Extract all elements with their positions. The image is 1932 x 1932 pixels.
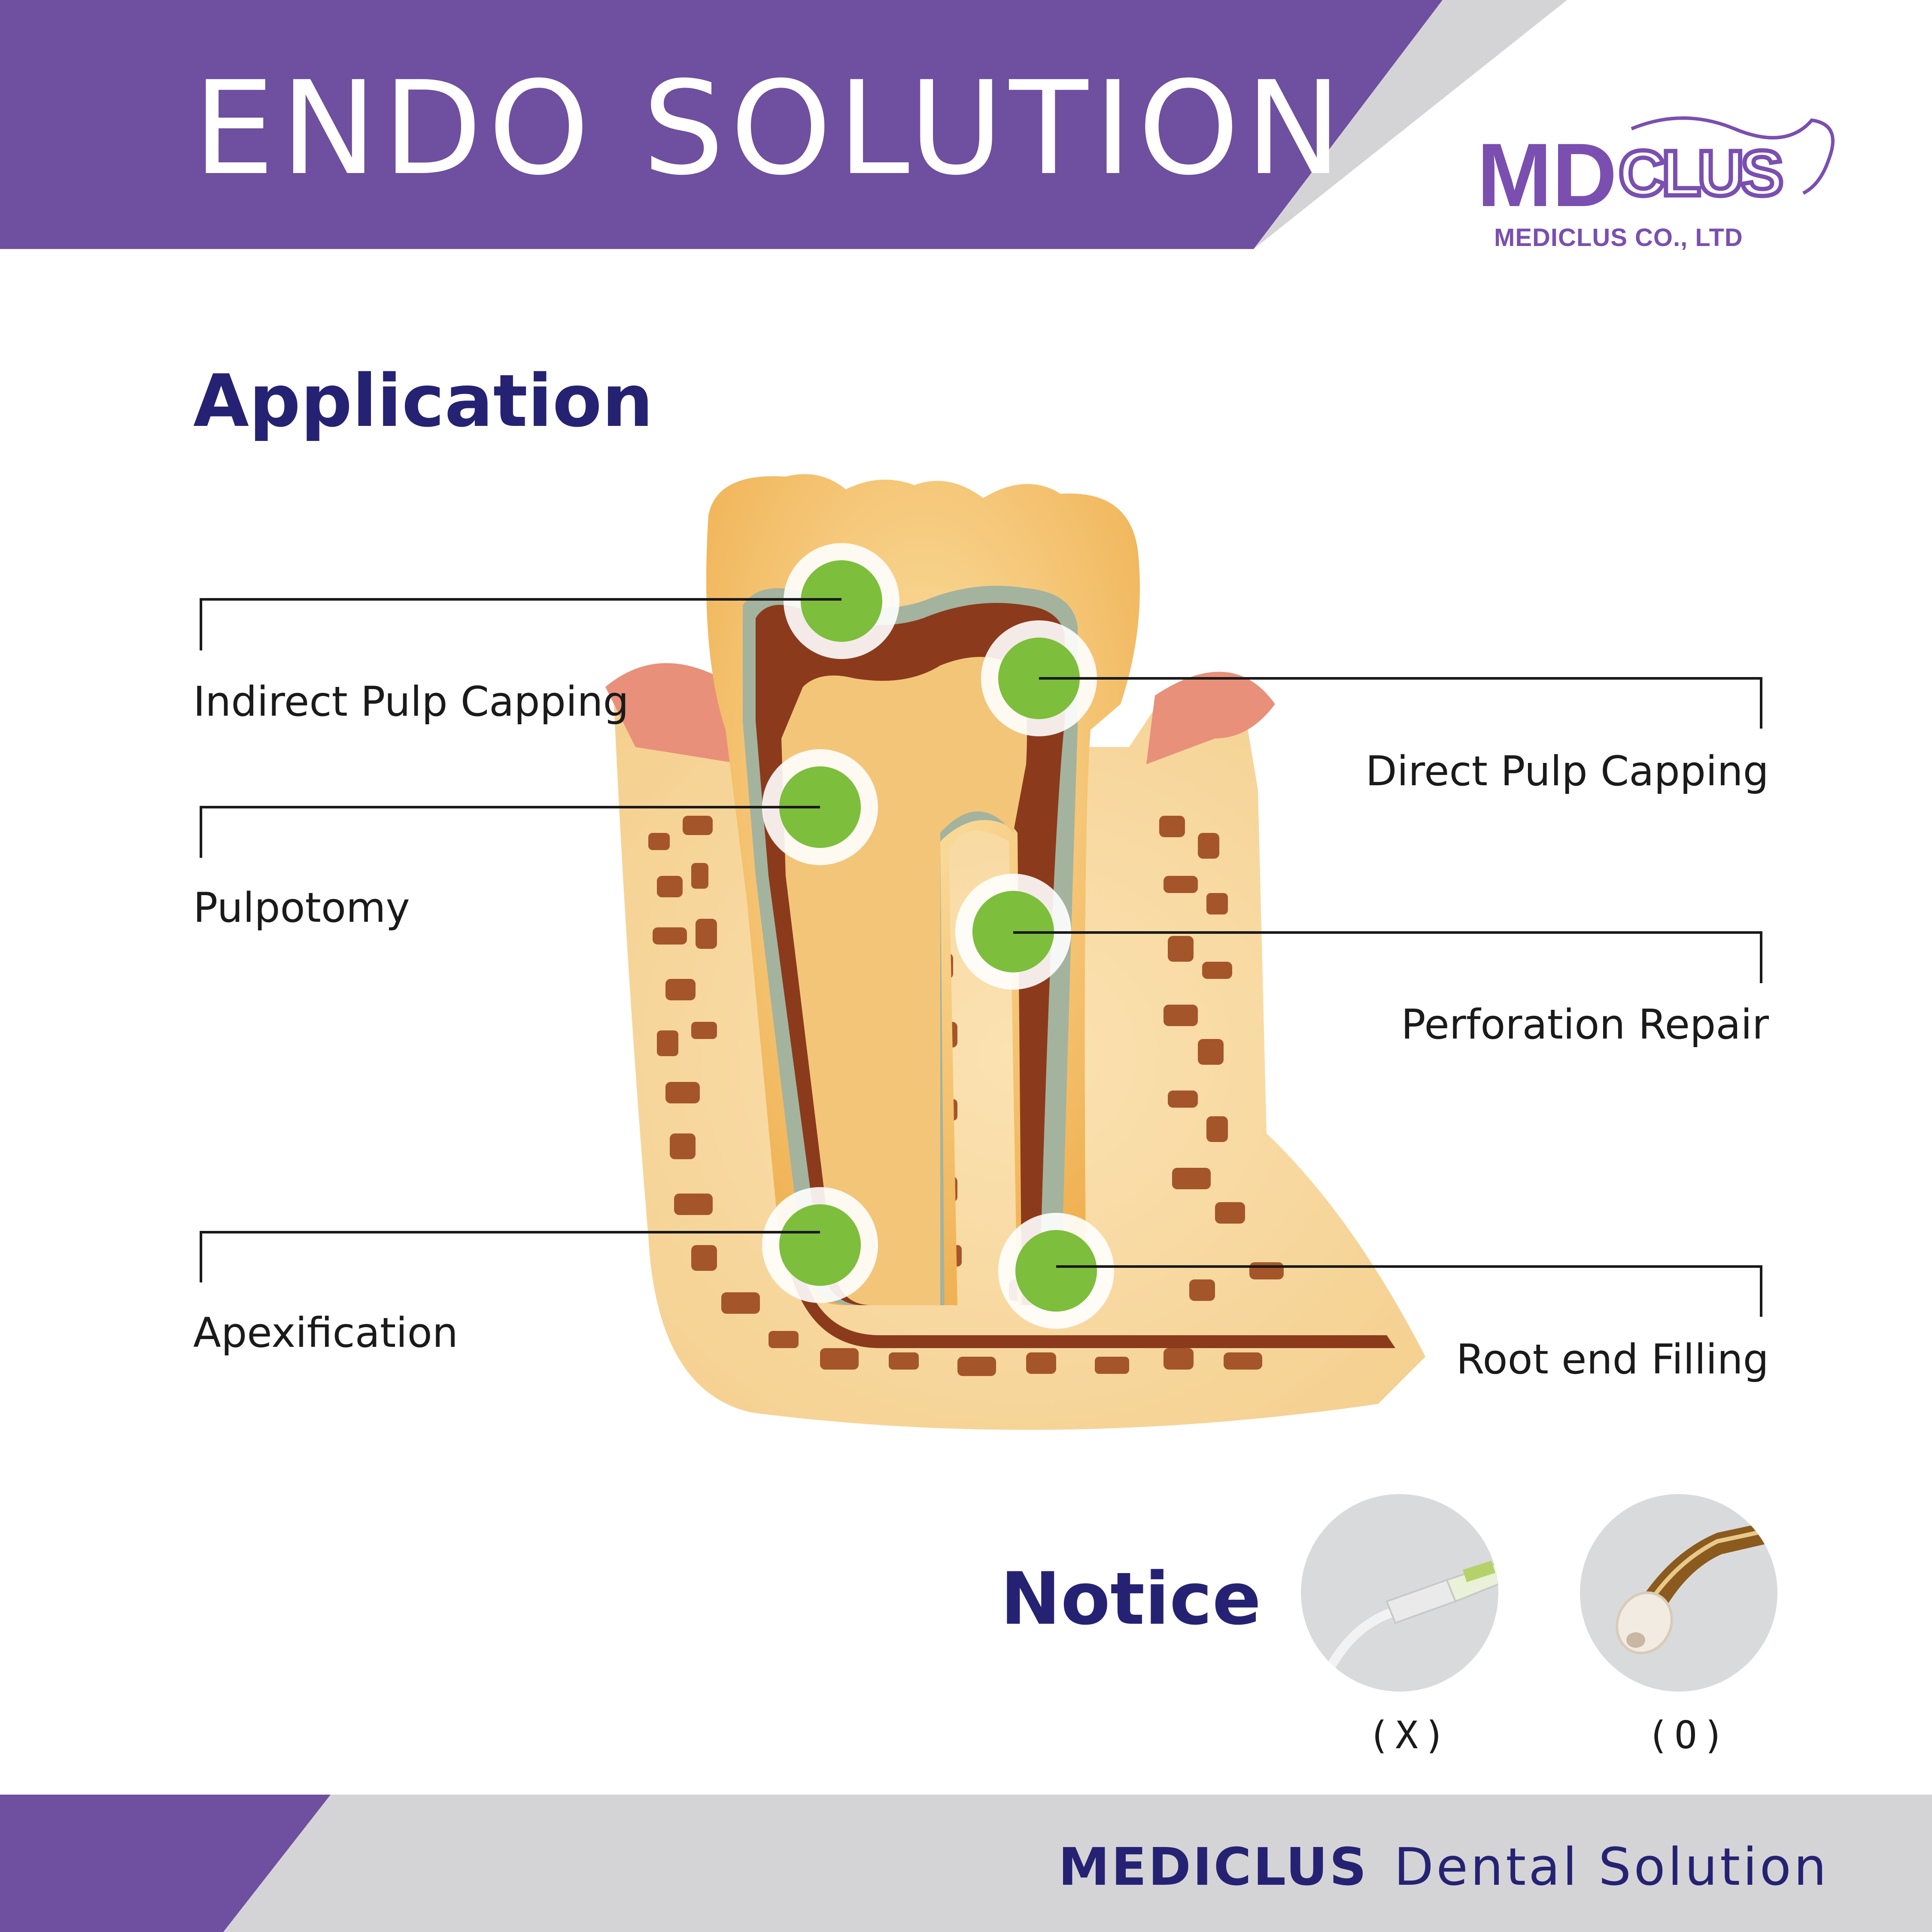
footer-purple-corner	[0, 1795, 331, 1932]
notice-example-correct-image	[1580, 1494, 1777, 1692]
footer-brand: MEDICLUS	[1058, 1838, 1368, 1897]
label-root-end-filling: Root end Filling	[1456, 1336, 1769, 1383]
logo-mark-script: CLUS	[1619, 137, 1781, 209]
header-grey-stripe	[1254, 0, 1567, 249]
notice-caption-incorrect: (X)	[1367, 1713, 1451, 1757]
label-direct-pulp-capping: Direct Pulp Capping	[1365, 748, 1769, 795]
company-name: MEDICLUS CO., LTD	[1494, 224, 1743, 252]
company-logo: MD CLUS	[1477, 116, 1835, 225]
callout-line-perforation	[1013, 931, 1762, 983]
notice-caption-correct: (O)	[1646, 1713, 1730, 1757]
label-apexification: Apexification	[193, 1309, 458, 1357]
marker-indirect-pulp-capping	[784, 543, 899, 659]
canal-floor	[790, 1271, 1395, 1348]
notice-title: Notice	[1000, 1557, 1261, 1641]
logo-mark-text: MD	[1477, 125, 1617, 225]
marker-root-end-filling	[998, 1213, 1114, 1329]
metal-tip-image	[1616, 1520, 1777, 1655]
label-perforation-repair: Perforation Repair	[1401, 1001, 1769, 1048]
plastic-tip-image	[1322, 1560, 1498, 1677]
logo-tooth-outline	[1631, 116, 1835, 195]
callout-line-apexification	[200, 1231, 820, 1282]
callout-line-direct	[1039, 677, 1762, 729]
footer-grey-band	[0, 1795, 1932, 1932]
footer-band	[0, 1795, 1932, 1932]
gum-left	[605, 663, 743, 764]
footer-tagline: Dental Solution	[1394, 1838, 1829, 1897]
callout-line-pulpotomy	[200, 806, 820, 858]
header-purple-band	[0, 0, 1443, 249]
page-title: ENDO SOLUTION	[193, 54, 1348, 204]
callout-line-root-end	[1056, 1265, 1762, 1317]
gum-right	[1146, 671, 1275, 764]
application-title: Application	[193, 359, 653, 443]
label-pulpotomy: Pulpotomy	[193, 884, 410, 932]
notice-example-incorrect-image	[1301, 1494, 1498, 1692]
label-indirect-pulp-capping: Indirect Pulp Capping	[193, 678, 629, 726]
header-band	[0, 0, 1567, 249]
callout-line-indirect	[200, 598, 841, 650]
marker-apexification	[762, 1187, 878, 1303]
